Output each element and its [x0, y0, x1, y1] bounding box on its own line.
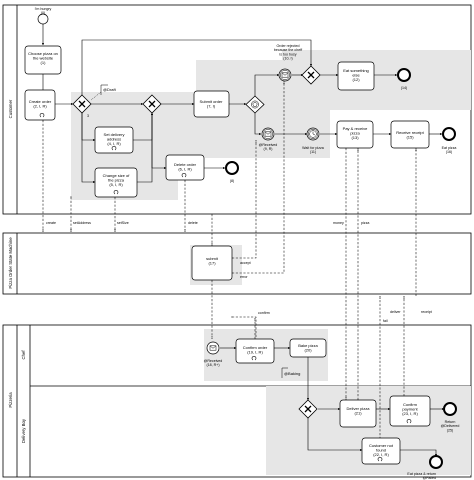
task-create-order[interactable] [24, 89, 56, 121]
flow-label-accept: accept [240, 261, 251, 265]
end-event-eat-failed [429, 455, 443, 469]
task-create-order-label: Create order(2, I, R) [29, 99, 52, 109]
flow-label-money: money [333, 221, 344, 225]
delivery-boy-lane-label: Delivery Boy [21, 418, 26, 443]
task-markers [39, 113, 412, 462]
task-submit-order[interactable] [193, 90, 230, 118]
task-pay-receive-pizza[interactable] [336, 120, 374, 149]
customer-pool-label: Customer [8, 99, 13, 118]
baking-annotation: @Baking [284, 371, 300, 376]
flow-label-set-size: setSize [117, 221, 129, 225]
task-submit-label: submit(17) [206, 256, 219, 266]
pizzeria-pool-label: Pizzeria [8, 392, 13, 408]
task-change-size[interactable] [94, 167, 138, 198]
start-event-hungry [37, 13, 49, 25]
return-delivered-label: Return@Delivered(25) [441, 420, 460, 432]
task-confirm-order-label: Confirm order(19, I, R) [243, 345, 268, 355]
task-choose-pizza[interactable] [24, 45, 62, 75]
end-8-label: (8) [230, 179, 234, 183]
event-gateway-mark [251, 100, 259, 109]
annotations [90, 84, 288, 378]
state-machine-pool-label: Pizza Order State Machine [8, 237, 13, 289]
task-customer-not-found[interactable] [361, 437, 401, 465]
received-label: @Received(9, R) [259, 143, 278, 151]
flow-label-delete: delete [188, 221, 198, 225]
task-confirm-payment[interactable] [389, 395, 431, 427]
message-flows [43, 81, 416, 458]
loop-icon [251, 356, 257, 361]
event-gateway[interactable] [245, 95, 265, 114]
loop-icon [111, 146, 117, 151]
customer-pool: Customer [2, 4, 472, 215]
chef-lane-label: Chef [21, 350, 26, 360]
loop-icon [181, 173, 187, 178]
eat-failed-label: Eat pizza & return@Failed(24) [407, 472, 436, 480]
eat-pizza-label: Eat pizza(16) [442, 146, 457, 154]
task-submit[interactable] [191, 245, 233, 281]
loop-icon [39, 113, 45, 118]
tasks [24, 45, 431, 465]
end-event-8 [225, 161, 239, 175]
baking-annotation-bracket [281, 367, 288, 378]
task-submit-order-label: Submit order(7, I) [200, 99, 224, 109]
three-annotation: 3 [87, 114, 89, 118]
task-confirm-order[interactable] [235, 338, 275, 364]
task-set-delivery-address[interactable] [94, 126, 134, 154]
envelope-icon [264, 131, 272, 137]
task-bake-pizza[interactable] [289, 338, 327, 358]
flow-label-create: create [46, 221, 56, 225]
gateway-marks [78, 71, 315, 413]
flow-label-error: error [240, 275, 248, 279]
loop-icon [406, 419, 412, 424]
end-event-eat-pizza [442, 127, 456, 141]
clock-icon [309, 130, 317, 138]
draft-association [90, 91, 102, 101]
task-deliver-pizza-label: Deliver pizza(21) [347, 406, 371, 416]
task-delete-order-label: Delete order(6, I, R) [174, 162, 197, 172]
flow-label-fail: fail [383, 319, 388, 323]
flow-label-receipt: receipt [421, 310, 432, 314]
task-deliver-pizza[interactable] [339, 399, 377, 428]
state-machine-pool: Pizza Order State Machine [2, 232, 472, 295]
end-14-label: (14) [401, 86, 407, 90]
task-receive-receipt-label: Receive receipt(15) [396, 130, 424, 140]
flow-label-deliver: deliver [390, 310, 401, 314]
flow-label-pizza: pizza [361, 221, 369, 225]
envelope-icon [281, 72, 289, 78]
envelope-icon [209, 345, 217, 351]
task-bake-pizza-label: Bake pizza(20) [298, 343, 318, 353]
task-receive-receipt[interactable] [390, 120, 430, 149]
end-event-return-delivered [443, 402, 457, 416]
start-hungry-label: I'm hungry(0) [35, 7, 52, 15]
task-delete-order[interactable] [165, 154, 205, 181]
loop-icon [377, 457, 383, 462]
event-icons [209, 72, 317, 351]
flow-label-set-address: setAddress [73, 221, 91, 225]
loop-icon [113, 190, 119, 195]
draft-annotation-bracket [100, 84, 108, 95]
end-event-14 [397, 68, 411, 82]
draft-annotation: @Draft [103, 87, 117, 92]
wait-pizza-label: Wait for pizza(11) [302, 146, 324, 154]
task-eat-something-else[interactable] [337, 61, 375, 91]
received-chef-label: @Received(18, R+) [204, 359, 223, 367]
flow-label-confirm: confirm [258, 311, 270, 315]
